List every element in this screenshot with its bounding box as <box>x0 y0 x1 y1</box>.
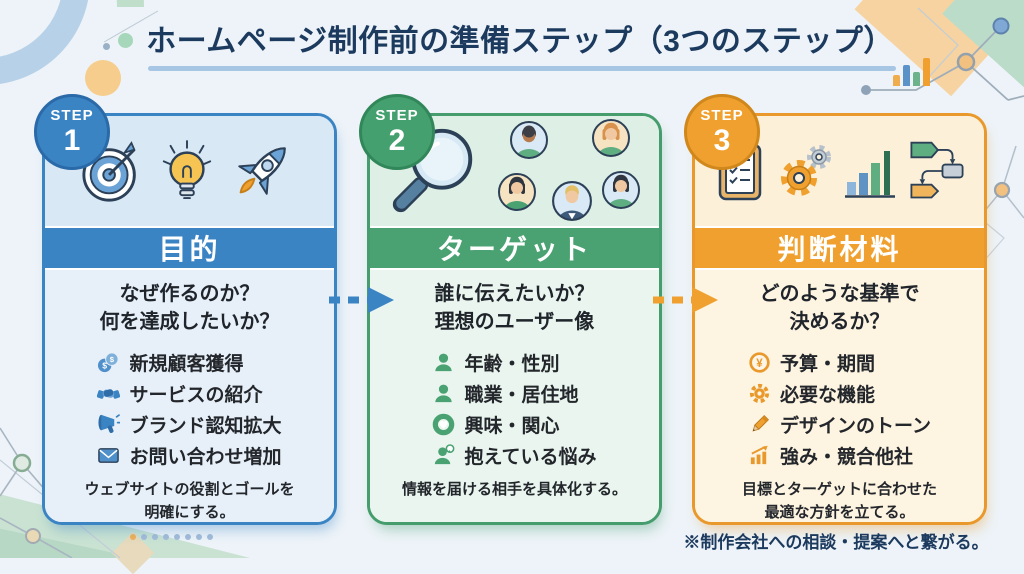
mail-icon <box>97 444 120 467</box>
list-item: 強み・競合他社 <box>748 441 931 469</box>
step1-card: 目的 なぜ作るのか？ 何を達成したいか？ $ $ 新規顧客獲得 <box>42 113 337 525</box>
list-item: 職業・居住地 <box>432 379 596 407</box>
interest-ring-icon <box>432 413 455 436</box>
bar-chart-icon <box>844 151 895 198</box>
footnote: ※制作会社への相談・提案へと繋がる。 <box>683 533 989 552</box>
step1-question: なぜ作るのか？ 何を達成したいか？ <box>99 283 280 333</box>
list-item: 抱えている悩み <box>432 441 597 469</box>
step1-body: なぜ作るのか？ 何を達成したいか？ $ $ 新規顧客獲得 <box>45 270 334 522</box>
title-underline <box>148 66 896 71</box>
decor-circle-orange <box>85 60 121 96</box>
gears-icon <box>780 145 831 196</box>
worry-person-icon <box>432 443 455 467</box>
step1-item-list: $ $ 新規顧客獲得 サービスの紹介 <box>97 348 282 469</box>
list-item: 年齢・性別 <box>432 348 596 376</box>
step2-card: ターゲット 誰に伝えたいか？ 理想のユーザー像 年齢・性別 <box>367 113 662 525</box>
step3-card: 判断材料 どのような基準で 決めるか？ ¥ 予算・期間 <box>692 113 987 525</box>
step3-title: 判断材料 <box>695 228 984 270</box>
decor-dot-row <box>130 534 213 540</box>
yen-coin-icon: ¥ <box>748 351 771 374</box>
list-item: サービスの紹介 <box>97 379 281 407</box>
svg-text:$: $ <box>103 360 108 370</box>
gear-icon <box>748 382 771 405</box>
step2-illustrations <box>370 116 659 228</box>
decor-ring-top-left <box>0 0 90 85</box>
step3-body: どのような基準で 決めるか？ ¥ 予算・期間 <box>695 270 984 522</box>
decor-mini-bar-chart <box>893 57 930 86</box>
decor-rect-green <box>942 0 1024 128</box>
list-item: 興味・関心 <box>432 410 596 438</box>
step3-item-list: ¥ 予算・期間 必要な機能 <box>748 348 931 469</box>
step3-badge: STEP 3 <box>684 94 760 170</box>
step1-illustrations <box>45 116 334 228</box>
handshake-icon <box>97 382 121 405</box>
page-title: ホームページ制作前の準備ステップ（3つのステップ） <box>146 25 894 58</box>
step2-question: 誰に伝えたいか？ 理想のユーザー像 <box>434 283 595 333</box>
decor-square-tan <box>111 531 155 574</box>
target-icon <box>81 141 136 202</box>
list-item: デザインのトーン <box>748 410 931 438</box>
step1-summary: ウェブサイトの役割とゴールを 明確にする。 <box>84 481 295 521</box>
growth-chart-icon <box>748 444 771 467</box>
svg-text:$: $ <box>110 355 115 364</box>
step1-title: 目的 <box>45 228 334 270</box>
svg-text:¥: ¥ <box>756 357 763 369</box>
list-item: お問い合わせ増加 <box>97 441 282 469</box>
decor-dot-green <box>118 33 133 48</box>
flowchart-icon <box>909 141 964 199</box>
step1-badge: STEP 1 <box>34 94 110 170</box>
step3-summary: 目標とターゲットに合わせた 最適な方針を立てる。 <box>741 481 937 521</box>
step2-badge: STEP 2 <box>359 94 435 170</box>
coins-icon: $ $ <box>97 351 120 374</box>
list-item: ¥ 予算・期間 <box>748 348 931 376</box>
list-item: $ $ 新規顧客獲得 <box>97 348 281 376</box>
arrow-step1-to-step2 <box>329 287 394 313</box>
step2-summary: 情報を届ける相手を具体化する。 <box>401 481 627 498</box>
step2-item-list: 年齢・性別 職業・居住地 興味・関心 <box>432 348 597 469</box>
pencil-icon <box>748 413 771 436</box>
step3-question: どのような基準で 決めるか？ <box>759 283 920 333</box>
megaphone-icon <box>97 413 121 436</box>
step2-title: ターゲット <box>370 228 659 270</box>
list-item: 必要な機能 <box>748 379 931 407</box>
step2-body: 誰に伝えたいか？ 理想のユーザー像 年齢・性別 <box>370 270 659 522</box>
list-item: ブランド認知拡大 <box>97 410 282 438</box>
decor-dot-gray <box>103 43 110 50</box>
user-group-icon <box>495 118 645 224</box>
rocket-icon <box>237 147 286 195</box>
arrow-step2-to-step3 <box>653 287 718 313</box>
lightbulb-icon <box>162 140 211 200</box>
person-icon <box>432 382 455 405</box>
person-icon <box>432 351 455 374</box>
